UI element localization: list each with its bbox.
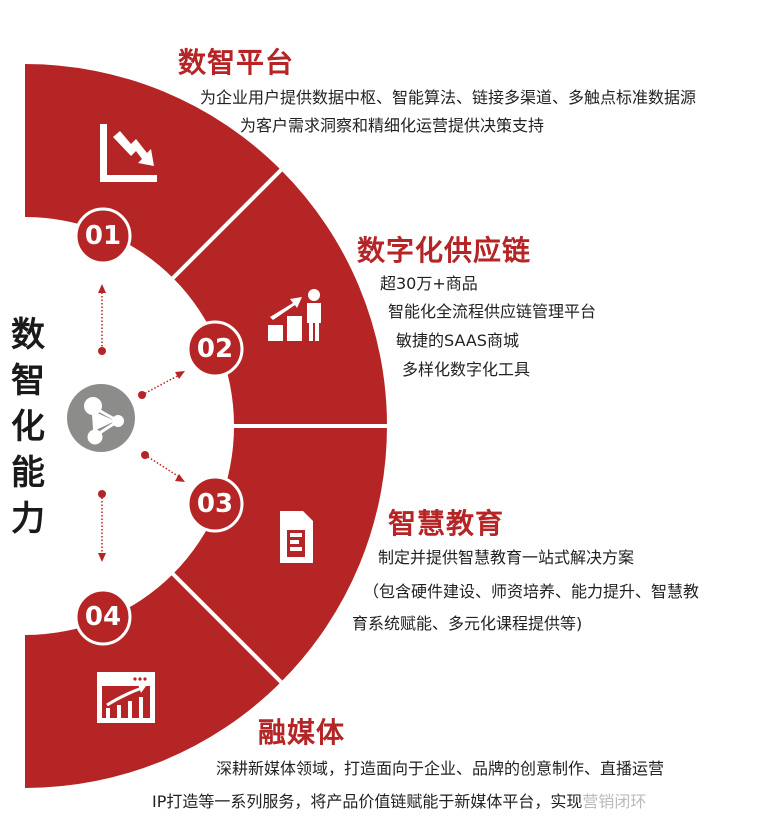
divider <box>168 164 287 283</box>
vertical-title: 数 智 化 能 力 <box>8 312 48 542</box>
section-02-line: 多样化数字化工具 <box>402 360 531 379</box>
badge-number-04: 04 <box>84 602 122 632</box>
document-icon <box>280 511 313 563</box>
declining-chart-icon <box>100 124 157 182</box>
section-02-line: 超30万+商品 <box>380 274 478 293</box>
vertical-title-char: 化 <box>11 407 45 447</box>
vertical-title-char: 数 <box>11 315 45 355</box>
badge-number-02: 02 <box>196 334 234 364</box>
section-04-line-tail: 营销闭环 <box>582 792 647 811</box>
badge-number-01: 01 <box>84 221 122 251</box>
badge-number-03: 03 <box>196 489 234 519</box>
section-02-line: 敏捷的SAAS商城 <box>396 331 519 350</box>
section-01-line: 为企业用户提供数据中枢、智能算法、链接多渠道、多触点标准数据源 <box>200 88 697 107</box>
section-01-line: 为客户需求洞察和精细化运营提供决策支持 <box>240 116 545 135</box>
vertical-title-char: 能 <box>11 453 45 493</box>
divider <box>168 569 287 688</box>
section-04-line: 深耕新媒体领域，打造面向于企业、品牌的创意制作、直播运营 <box>216 759 665 778</box>
section-title-04: 融媒体 <box>258 716 346 749</box>
growth-person-icon <box>268 289 321 341</box>
section-02-line: 智能化全流程供应链管理平台 <box>388 302 597 321</box>
section-title-03: 智慧教育 <box>388 507 505 540</box>
connector-03 <box>144 454 182 479</box>
hub <box>67 384 135 452</box>
browser-chart-icon <box>97 672 155 723</box>
section-04-line: IP打造等一系列服务，将产品价值链赋能于新媒体平台，实现营销闭环 <box>152 788 646 812</box>
vertical-title-char: 智 <box>11 361 45 401</box>
section-04-line-text: IP打造等一系列服务，将产品价值链赋能于新媒体平台，实现 <box>152 792 583 811</box>
section-title-01: 数智平台 <box>178 46 295 79</box>
section-03-line: （包含硬件建设、师资培养、能力提升、智慧教 <box>363 582 700 601</box>
section-03-line: 育系统赋能、多元化课程提供等) <box>352 614 583 633</box>
connector-02 <box>141 373 182 396</box>
badge-04 <box>74 588 132 646</box>
badge-02 <box>186 320 244 378</box>
vertical-title-char: 力 <box>11 499 45 539</box>
badge-01 <box>74 207 132 265</box>
section-03-line: 制定并提供智慧教育一站式解决方案 <box>378 548 635 567</box>
section-title-02: 数字化供应链 <box>357 234 532 267</box>
badge-03 <box>186 475 244 533</box>
share-nodes-icon <box>84 397 124 445</box>
